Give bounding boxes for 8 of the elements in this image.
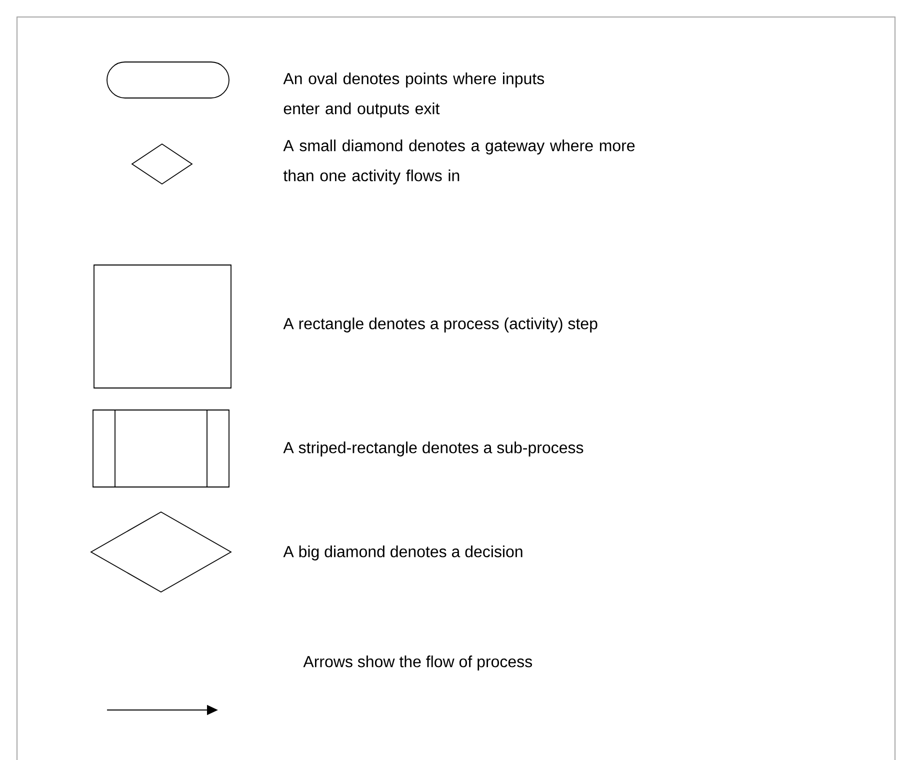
description-text: A rectangle denotes a process (activity) step <box>283 318 598 332</box>
description-text: A big diamond denotes a decision <box>283 546 522 560</box>
description-text: An oval denotes points where inputs enter and outputs exit <box>283 72 544 118</box>
rectangle-shape <box>94 264 232 388</box>
description-text: A striped-rectangle denotes a sub-process <box>283 442 584 456</box>
description-text: Arrows show the flow of process <box>303 656 532 670</box>
striped-rectangle-shape <box>92 410 230 488</box>
description-text: A small diamond denotes a gateway where more than one activity flows in <box>283 140 635 184</box>
